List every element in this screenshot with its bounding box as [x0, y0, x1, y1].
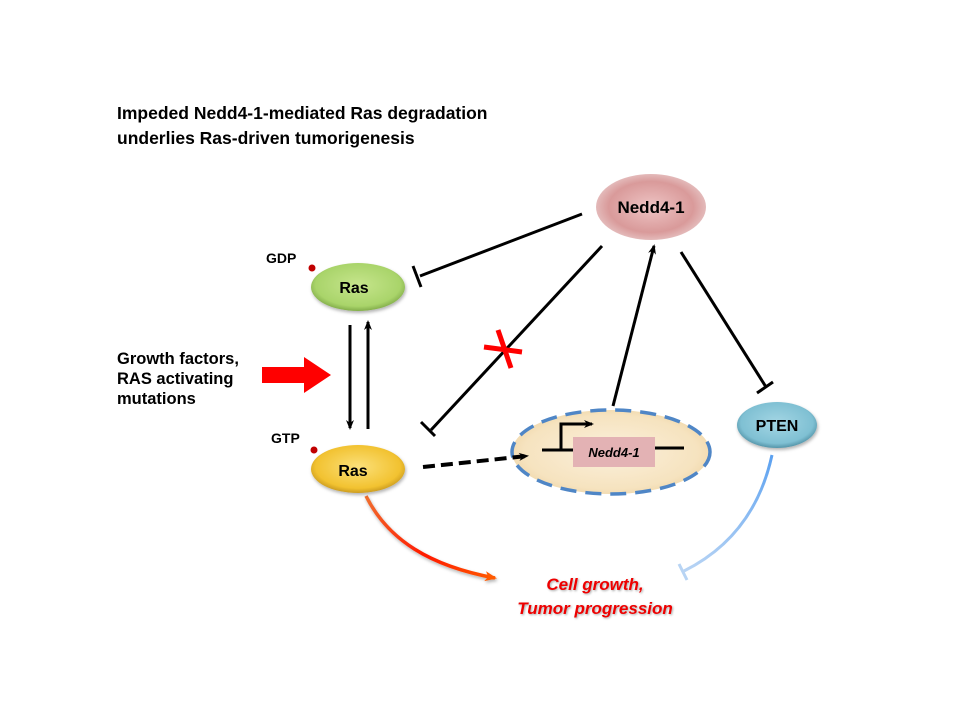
- ras-gdp-label: Ras: [339, 280, 368, 297]
- gtp-phosphate-dot-icon: [310, 446, 318, 454]
- gtp-label: GTP: [271, 430, 300, 446]
- ras-gtp-label: Ras: [338, 463, 367, 480]
- promoter-arrow-icon: [559, 420, 594, 450]
- edge-pten-inhibits-growth: [677, 454, 774, 581]
- outcome-line-1: Cell growth,: [546, 575, 644, 594]
- gene-nedd4-label: Nedd4-1: [588, 445, 639, 460]
- gdp-phosphate-dot-icon: [308, 264, 316, 272]
- outcome-label: Cell growth, Tumor progression: [470, 573, 720, 621]
- diagram-title: Impeded Nedd4-1-mediated Ras degradation…: [117, 101, 488, 151]
- nedd4-protein-label: Nedd4-1: [617, 198, 684, 217]
- node-nedd4-protein: Nedd4-1: [596, 174, 706, 240]
- edge-ras-gtp-promotes-growth: [364, 495, 497, 582]
- title-line-2: underlies Ras-driven tumorigenesis: [117, 128, 415, 148]
- node-pten: PTEN: [737, 402, 817, 448]
- stimulus-line-3: mutations: [117, 390, 196, 408]
- gene-nedd4-box: Nedd4-1: [573, 437, 655, 467]
- pten-label: PTEN: [756, 418, 799, 435]
- gdp-label: GDP: [266, 250, 297, 266]
- stimulus-line-1: Growth factors,: [117, 350, 239, 368]
- outcome-line-2: Tumor progression: [517, 599, 673, 618]
- node-ras-gtp: Ras: [311, 445, 405, 493]
- edge-gene-activates-nedd4: [611, 244, 656, 407]
- edge-nedd4-inhibits-pten: [679, 251, 774, 395]
- blocked-x-icon: [483, 329, 523, 369]
- stimulus-line-2: RAS activating: [117, 370, 234, 388]
- edge-nedd4-inhibits-ras-gtp-blocked: [419, 244, 604, 438]
- edge-nedd4-inhibits-ras-gdp: [411, 212, 583, 288]
- stimulus-arrow-icon: [262, 357, 331, 393]
- title-line-1: Impeded Nedd4-1-mediated Ras degradation: [117, 103, 488, 123]
- node-ras-gdp: Ras: [311, 263, 405, 311]
- stimulus-label: Growth factors, RAS activating mutations: [117, 349, 239, 409]
- edge-ras-gtp-activates-gene: [422, 452, 529, 469]
